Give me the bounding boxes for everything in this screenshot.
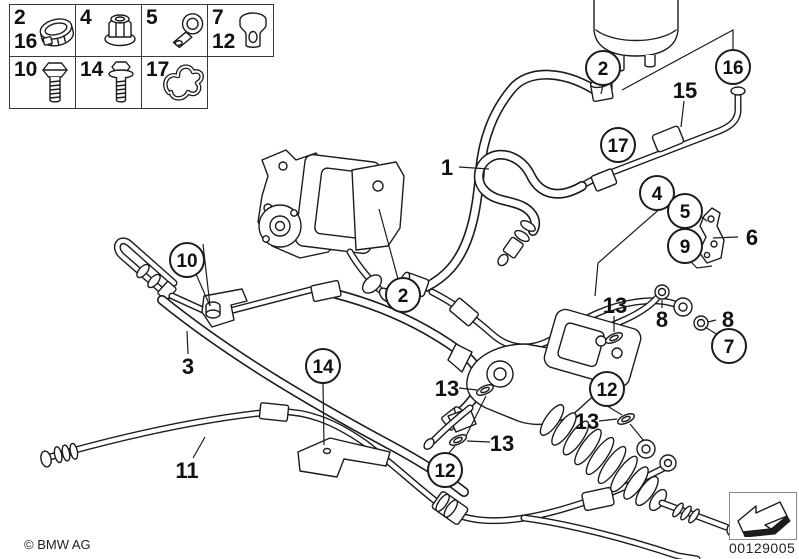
return-hose-11: [40, 402, 701, 559]
legend-number: 12: [212, 30, 236, 53]
copyright-text: © BMW AG: [24, 537, 91, 552]
label-13b: 13: [435, 376, 459, 401]
label-8b: 8: [722, 307, 734, 332]
legend-row-2: 10 14: [9, 56, 274, 109]
return-pipe-15: [579, 86, 746, 192]
svg-text:16: 16: [722, 58, 743, 79]
steering-rack: [423, 308, 742, 538]
return-hose-17: [473, 149, 587, 267]
legend-number: 5: [146, 6, 158, 29]
callout-12[interactable]: 12: [589, 371, 625, 407]
legend-cell-plug[interactable]: 7 12: [207, 4, 274, 57]
legend-cell-clip[interactable]: 5: [141, 4, 208, 57]
sealing-washers-13: [448, 332, 636, 446]
callout-2b[interactable]: 2: [385, 277, 421, 313]
label-6: 6: [746, 225, 758, 250]
callout-5[interactable]: 5: [667, 193, 703, 229]
callout-4[interactable]: 4: [639, 175, 675, 211]
legend-number: 10: [14, 58, 38, 81]
legend-number: 14: [80, 58, 104, 81]
fasteners-legend: 2 16 4: [9, 4, 274, 109]
legend-number: 17: [146, 58, 170, 81]
svg-text:5: 5: [680, 202, 691, 223]
sealing-plug-icon: [229, 7, 273, 62]
leader-lines: [186, 28, 739, 459]
support-bracket-14: [297, 437, 391, 478]
legend-number: 4: [80, 6, 92, 29]
legend-number: 2: [14, 6, 26, 29]
spring-clip-icon: [157, 59, 207, 112]
legend-cell-spring-clip[interactable]: 17: [141, 56, 208, 109]
svg-text:10: 10: [176, 251, 197, 272]
legend-number: 16: [14, 30, 38, 53]
flange-nut-icon: [97, 7, 141, 58]
svg-text:12: 12: [434, 461, 455, 482]
holder-bracket-6: [698, 207, 725, 264]
hose-clamp-icon: [31, 7, 75, 58]
label-15: 15: [673, 78, 697, 103]
callout-17[interactable]: 17: [600, 127, 636, 163]
legend-number: 7: [212, 6, 224, 29]
label-13c: 13: [490, 431, 514, 456]
legend-cell-bolt-washer[interactable]: 14: [75, 56, 142, 109]
label-3: 3: [182, 354, 194, 379]
callout-2[interactable]: 2: [585, 50, 621, 86]
svg-text:17: 17: [607, 136, 628, 157]
svg-text:4: 4: [652, 184, 663, 205]
callout-10[interactable]: 10: [169, 242, 205, 278]
hex-bolt-washer-icon: [97, 59, 141, 114]
label-11: 11: [175, 458, 198, 483]
callout-9[interactable]: 9: [667, 228, 703, 264]
callout-16[interactable]: 16: [715, 49, 751, 85]
svg-text:7: 7: [724, 337, 735, 358]
callout-12b[interactable]: 12: [427, 452, 463, 488]
svg-text:9: 9: [680, 237, 691, 258]
fluid-reservoir: [593, 0, 679, 90]
legend-cell-bolt[interactable]: 10: [9, 56, 76, 109]
label-8a: 8: [656, 307, 668, 332]
svg-text:2: 2: [398, 286, 409, 307]
svg-text:12: 12: [596, 380, 617, 401]
direction-arrow-icon: [737, 501, 791, 538]
label-1: 1: [441, 155, 453, 180]
legend-row-1: 2 16 4: [9, 4, 274, 57]
hex-bolt-icon: [31, 59, 75, 114]
banjo-fittings-upper: [654, 284, 709, 331]
direction-stamp: [729, 492, 797, 540]
image-number: 00129005: [729, 540, 796, 556]
label-13a: 13: [603, 293, 627, 318]
callout-7[interactable]: 7: [711, 328, 747, 364]
label-13d: 13: [575, 409, 599, 434]
power-steering-pump: [257, 149, 405, 303]
rack-bellows: [539, 404, 659, 507]
callout-14[interactable]: 14: [305, 348, 341, 384]
svg-text:14: 14: [312, 357, 334, 378]
svg-text:2: 2: [598, 59, 609, 80]
legend-cell-clamp[interactable]: 2 16: [9, 4, 76, 57]
pipe-clip-icon: [161, 7, 207, 58]
pipe-bracket-10: [201, 288, 248, 328]
